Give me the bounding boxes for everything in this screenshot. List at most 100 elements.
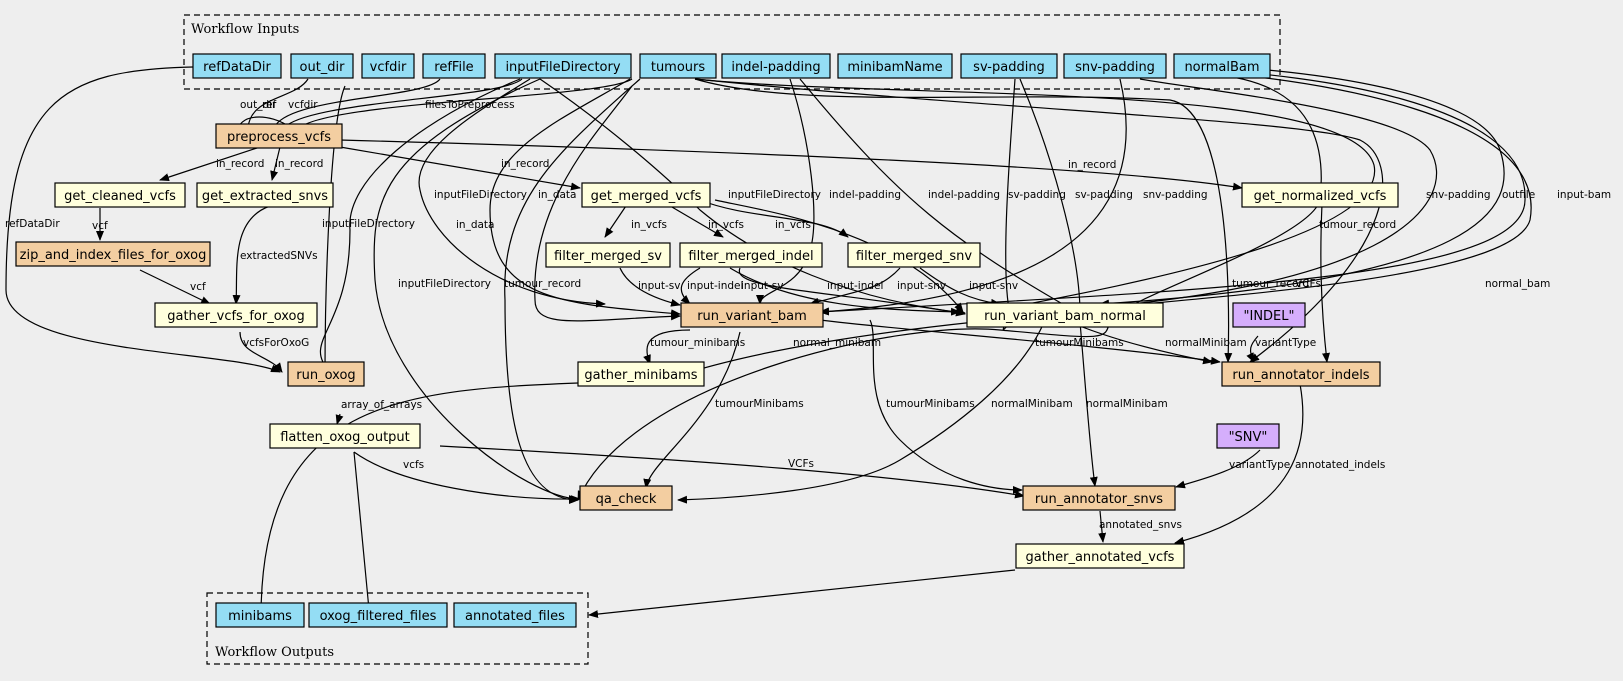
step-run-variant-bam-normal[interactable]: run_variant_bam_normal (966, 302, 1164, 328)
node-label: qa_check (596, 492, 657, 507)
output-oxog-filtered-files[interactable]: oxog_filtered_files (308, 602, 448, 628)
step-filter-merged-sv[interactable]: filter_merged_sv (545, 242, 671, 268)
node-label: refDataDir (203, 60, 271, 75)
edge-label-ref-data-dir: refDataDir (5, 218, 60, 230)
edge-label-input-file-directory-3: inputFileDirectory (398, 278, 491, 290)
input-tumours[interactable]: tumours (639, 53, 717, 79)
edge-label-indel-padding-1: indel-padding (829, 189, 901, 201)
step-filter-merged-snv[interactable]: filter_merged_snv (847, 242, 981, 268)
edge-label-normal-minibam-1: normalMinibam (1165, 337, 1247, 349)
edge-48 (689, 321, 976, 374)
step-run-annotator-indels[interactable]: run_annotator_indels (1221, 361, 1381, 387)
edge-25 (694, 78, 1384, 363)
node-label: "INDEL" (1244, 309, 1295, 324)
edge-62 (1174, 383, 1304, 545)
node-label: "SNV" (1229, 430, 1268, 445)
step-gather-vcfs-for-oxog[interactable]: gather_vcfs_for_oxog (154, 302, 318, 328)
node-label: vcfdir (370, 60, 407, 75)
node-label: normalBam (1184, 60, 1259, 75)
edge-label-indel-padding-2: indel-padding (928, 189, 1000, 201)
node-label: indel-padding (731, 60, 820, 75)
node-label: out_dir (300, 60, 346, 75)
input-minibam-name[interactable]: minibamName (837, 53, 953, 79)
input-out-dir[interactable]: out_dir (290, 53, 354, 79)
input-ref-data-dir[interactable]: refDataDir (192, 53, 282, 79)
input-normal-bam[interactable]: normalBam (1173, 53, 1271, 79)
step-get-cleaned-vcfs[interactable]: get_cleaned_vcfs (54, 182, 186, 208)
input-snv-padding[interactable]: snv-padding (1063, 53, 1167, 79)
edge-61 (1175, 449, 1261, 489)
edge-label-vcfs-for-oxog: vcfsForOxoG (243, 337, 309, 349)
node-label: annotated_files (465, 609, 565, 624)
edge-10 (339, 139, 1243, 191)
edge-5 (291, 78, 633, 135)
edge-27 (799, 78, 1081, 315)
constant-snv[interactable]: "SNV" (1216, 423, 1280, 449)
step-run-annotator-snvs[interactable]: run_annotator_snvs (1022, 485, 1176, 511)
step-filter-merged-indel[interactable]: filter_merged_indel (679, 242, 823, 268)
edge-label-input-file-directory-2: inputFileDirectory (322, 218, 415, 230)
edge-label-extracted-snvs: extractedSNVs (240, 250, 318, 262)
node-label: get_normalized_vcfs (1254, 189, 1387, 204)
node-label: gather_annotated_vcfs (1026, 550, 1175, 565)
edge-21 (534, 85, 681, 322)
constant-indel[interactable]: "INDEL" (1232, 302, 1306, 328)
edge-label-tumour-record-3: tumour_record (1319, 219, 1396, 231)
edge-label-tumour-record-1: tumour_record (504, 278, 581, 290)
step-get-extracted-snvs[interactable]: get_extracted_snvs (196, 182, 334, 208)
output-annotated-files[interactable]: annotated_files (453, 602, 577, 628)
input-sv-padding[interactable]: sv-padding (960, 53, 1058, 79)
step-run-variant-bam[interactable]: run_variant_bam (680, 302, 824, 328)
edge-58 (353, 451, 374, 621)
edge-8 (270, 146, 281, 181)
step-gather-annotated-vcfs[interactable]: gather_annotated_vcfs (1015, 543, 1185, 569)
edge-52 (643, 331, 741, 489)
node-label: oxog_filtered_files (320, 609, 437, 624)
edge-label-normal-bam: normal_bam (1485, 278, 1550, 290)
edge-57 (256, 382, 579, 621)
step-get-merged-vcfs[interactable]: get_merged_vcfs (581, 182, 711, 208)
edge-label-ref: ref (262, 99, 277, 111)
edge-label-input-file-directory-1: inputFileDirectory (434, 189, 527, 201)
output-minibams[interactable]: minibams (215, 602, 305, 628)
step-qa-check[interactable]: qa_check (579, 485, 673, 511)
edge-59 (353, 451, 579, 504)
edge-49 (819, 319, 1221, 365)
input-indel-padding[interactable]: indel-padding (721, 53, 831, 79)
edge-13 (232, 205, 271, 305)
edge-label-in-data-2: in_data (456, 219, 494, 231)
edge-label-input-indel-1: input-indel (687, 280, 743, 292)
edge-14 (239, 331, 283, 373)
edge-22 (504, 78, 641, 504)
node-label: sv-padding (973, 60, 1045, 75)
edge-label-input-sv-2: input-sv (741, 280, 783, 292)
edge-9 (339, 146, 581, 191)
node-label: tumours (651, 60, 706, 75)
edge-label-input-file-directory-4: inputFileDirectory (728, 189, 821, 201)
edge-label-sv-padding-1: sv-padding (1008, 189, 1066, 201)
node-label: filter_merged_sv (554, 249, 662, 264)
edge-label-vcfs-upper-2: VCFs (788, 458, 814, 470)
input-ref-file[interactable]: refFile (422, 53, 486, 79)
edge-label-tumour-minibams-3: tumourMinibams (886, 398, 975, 410)
edge-56 (335, 413, 344, 425)
node-label: run_variant_bam (697, 309, 807, 324)
step-flatten-oxog-output[interactable]: flatten_oxog_output (269, 423, 421, 449)
input-input-file-directory[interactable]: inputFileDirectory (494, 53, 632, 79)
node-label: gather_minibams (584, 368, 697, 383)
edge-label-tumour-minibams-2: tumourMinibams (715, 398, 804, 410)
step-get-normalized-vcfs[interactable]: get_normalized_vcfs (1241, 182, 1399, 208)
edge-63 (1098, 510, 1107, 543)
edge-label-snv-padding-1: snv-padding (1143, 189, 1208, 201)
step-gather-minibams[interactable]: gather_minibams (577, 361, 705, 387)
step-preprocess-vcfs[interactable]: preprocess_vcfs (215, 123, 343, 149)
edge-42 (729, 267, 961, 316)
edge-label-in-vcfs-2: in_vcfs (708, 219, 744, 231)
edge-label-in-record-1: in_record (216, 158, 264, 170)
edge-label-normal-minibam-3: normalMinibam (1086, 398, 1168, 410)
step-zip-and-index-files-for-oxog[interactable]: zip_and_index_files_for_oxog (15, 241, 211, 267)
edge-40 (619, 267, 681, 307)
edge-6 (5, 66, 281, 373)
step-run-oxog[interactable]: run_oxog (287, 361, 365, 387)
input-vcfdir[interactable]: vcfdir (361, 53, 415, 79)
